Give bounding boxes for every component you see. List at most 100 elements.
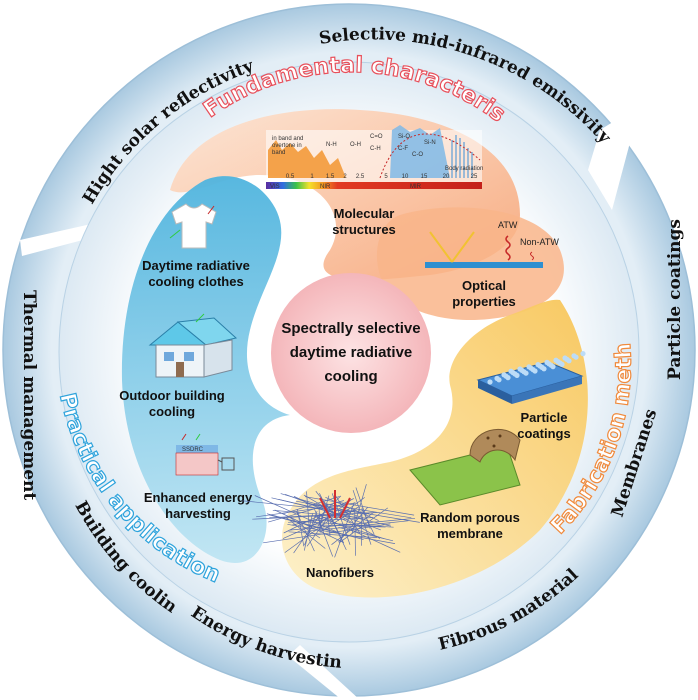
fiber-strand [293, 516, 320, 554]
center-circle [271, 273, 431, 433]
fiber-strand [283, 496, 340, 515]
fiber-strand [328, 514, 347, 551]
reflected-ray [451, 231, 475, 263]
molecular-label-2: structures [332, 222, 396, 237]
bond-label: Si-O [398, 134, 410, 140]
particle-dot [501, 372, 507, 378]
atw-label: ATW [498, 220, 518, 230]
porous-membrane-icon [409, 428, 521, 506]
optical-label-2: properties [452, 294, 516, 309]
chart-note: Body radiation [445, 166, 483, 172]
optical-surface [425, 262, 543, 268]
incident-ray [429, 231, 453, 263]
nanofibers-icon [242, 484, 420, 558]
fiber-strand [303, 494, 381, 539]
house-icon [148, 313, 238, 378]
bond-label: C-O [412, 152, 423, 158]
particle-dot [487, 379, 493, 385]
fiber-strand [297, 509, 305, 547]
spectrum-label-nir: NIR [320, 184, 331, 190]
center-line-2: daytime radiative [290, 344, 413, 361]
fiber-strand [287, 523, 396, 544]
particle-dot [526, 364, 532, 370]
particle-dot [571, 353, 577, 359]
ring-separators [20, 105, 640, 700]
particle-dot [562, 355, 568, 361]
fiber-strand [319, 495, 330, 529]
porous-label-2: membrane [437, 526, 503, 541]
clothes-label-2: cooling clothes [148, 274, 243, 289]
tshirt-icon [169, 203, 217, 249]
particle-label-2: coatings [517, 426, 570, 441]
particle-dot [544, 359, 550, 365]
fiber-strand [322, 503, 412, 519]
non-atw-label: Non-ATW [520, 237, 559, 247]
nanofibers-label: Nanofibers [306, 565, 374, 580]
fiber-strand [315, 495, 342, 521]
fiber-strand [269, 512, 378, 519]
building-label-2: cooling [149, 404, 195, 419]
optical-illustration: ATW Non-ATW [425, 220, 559, 268]
particle-coating-icon [476, 351, 586, 404]
fiber-strand [338, 527, 394, 542]
fiber-strand [254, 495, 347, 537]
energy-label-2: harvesting [165, 506, 231, 521]
absorption-peaks-right [390, 125, 450, 178]
energy-label-1: Enhanced energy [144, 490, 253, 505]
fiber-strand [354, 509, 356, 556]
particle-dot [553, 357, 559, 363]
optical-label-1: Optical [462, 278, 506, 293]
clothes-label-1: Daytime radiative [142, 258, 250, 273]
fiber-strand [263, 523, 391, 544]
fiber-strand [256, 502, 356, 518]
ring-label-particle-coatings: Particle coatings [665, 219, 685, 380]
fiber-strand [278, 498, 333, 513]
bond-label: C-H [370, 146, 381, 152]
axis-tick-label: 1 [310, 174, 314, 180]
particle-dot [494, 375, 500, 381]
spectrum-label-mir: MIR [410, 184, 422, 190]
fiber-strand [305, 496, 415, 516]
body-radiation-curve [379, 133, 481, 179]
bond-label: N-H [326, 142, 337, 148]
center-line-1: Spectrally selective [281, 320, 420, 337]
fiber-strand [361, 507, 363, 546]
fiber-strand [242, 500, 370, 514]
energy-sign: SSDRC [182, 447, 204, 453]
axis-tick-label: 25 [471, 174, 478, 180]
axis-tick-label: 0.5 [286, 174, 295, 180]
porous-label-1: Random porous [420, 510, 520, 525]
axis-tick-label: 15 [421, 174, 428, 180]
bond-label: O-H [350, 142, 361, 148]
axis-tick-label: 5 [384, 174, 388, 180]
fiber-strand [288, 531, 377, 538]
fiber-strand [333, 493, 361, 534]
fiber-strand [288, 517, 374, 523]
fiber-strand [292, 509, 357, 526]
center-line-3: cooling [324, 368, 377, 385]
atw-wave [505, 235, 511, 261]
fiber-strand [293, 495, 352, 524]
particle-dot [508, 368, 514, 374]
molecular-label-1: Molecular [334, 206, 395, 221]
fiber-strand [268, 500, 344, 523]
axis-tick-label: 1.5 [326, 174, 335, 180]
axis-tick-label: 10 [402, 174, 409, 180]
particle-dot [535, 362, 541, 368]
fiber-strand [282, 508, 350, 539]
axis-tick-label: 20 [443, 174, 450, 180]
fiber-strand [274, 509, 344, 543]
spectrum-bar [266, 182, 482, 189]
axis-tick-label: 2 [343, 174, 347, 180]
fiber-strand [303, 513, 313, 551]
particle-dot [580, 351, 586, 357]
particle-label-1: Particle [521, 410, 568, 425]
absorption-peaks-left [268, 140, 346, 178]
building-label-1: Outdoor building [119, 388, 224, 403]
bond-label: Si-N [424, 140, 436, 146]
fiber-strand [355, 487, 371, 529]
